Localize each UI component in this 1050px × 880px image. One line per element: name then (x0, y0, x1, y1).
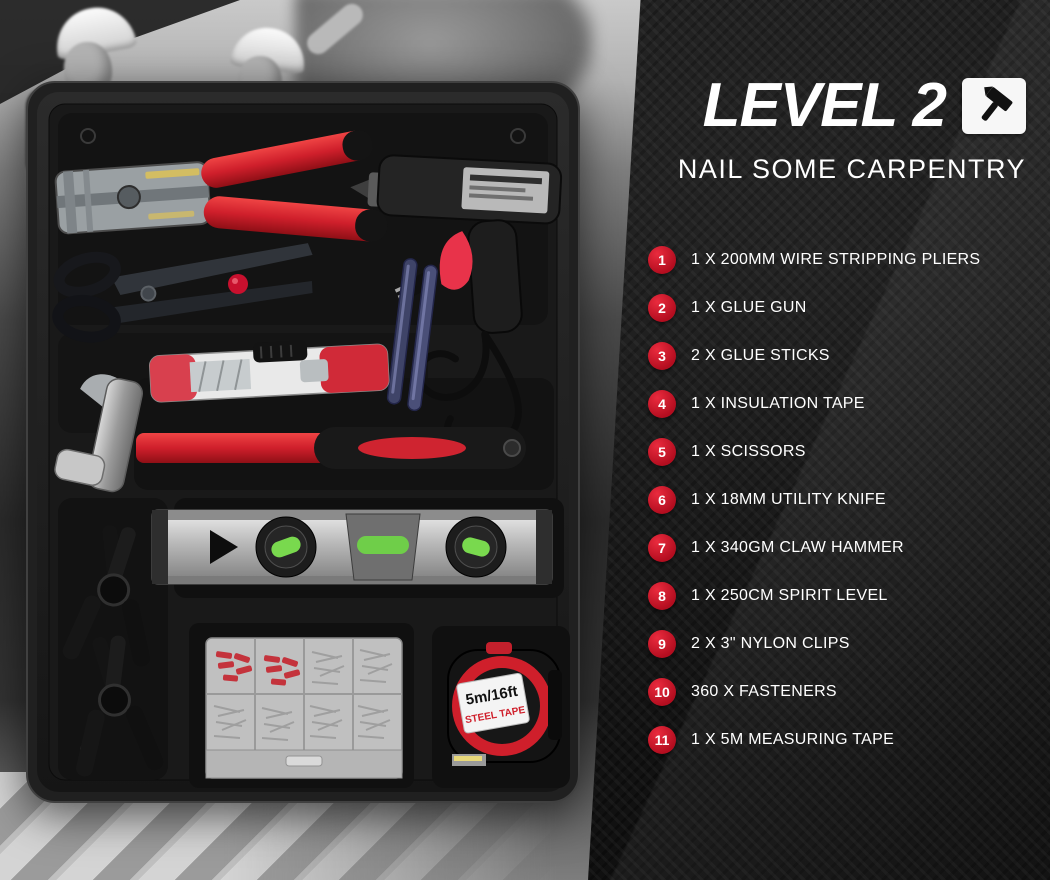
item-number-badge: 6 (648, 486, 676, 514)
item-label: 1 X SCISSORS (691, 443, 806, 460)
page-title: LEVEL 2 (702, 71, 947, 140)
item-number-badge: 8 (648, 582, 676, 610)
measuring-tape: 5m/16ft STEEL TAPE (447, 642, 562, 766)
item-label: 1 X 250CM SPIRIT LEVEL (691, 587, 888, 604)
claw-hammer (54, 374, 526, 493)
item-label: 1 X INSULATION TAPE (691, 395, 865, 412)
tape-label: 5m/16ft STEEL TAPE (456, 672, 530, 734)
item-number-badge: 9 (648, 630, 676, 658)
list-item: 11 1 X 5M MEASURING TAPE (648, 726, 1026, 754)
item-number-badge: 10 (648, 678, 676, 706)
utility-knife (148, 340, 390, 403)
list-item: 4 1 X INSULATION TAPE (648, 390, 1026, 418)
item-label: 1 X 200MM WIRE STRIPPING PLIERS (691, 251, 981, 268)
glue-sticks (386, 258, 438, 412)
list-item: 9 2 X 3" NYLON CLIPS (648, 630, 1026, 658)
item-number-badge: 2 (648, 294, 676, 322)
contents-list: 1 1 X 200MM WIRE STRIPPING PLIERS 2 1 X … (620, 246, 1026, 754)
item-label: 1 X 340GM CLAW HAMMER (691, 539, 904, 556)
list-item: 2 1 X GLUE GUN (648, 294, 1026, 322)
tool-tray: 5m/16ft STEEL TAPE (26, 81, 580, 803)
subtitle: NAIL SOME CARPENTRY (677, 154, 1026, 184)
red-button-highlight (232, 278, 238, 284)
list-item: 1 1 X 200MM WIRE STRIPPING PLIERS (648, 246, 1026, 274)
item-label: 360 X FASTENERS (691, 683, 837, 700)
hammer-icon (962, 78, 1026, 134)
item-number-badge: 4 (648, 390, 676, 418)
spirit-level (151, 509, 553, 585)
item-number-badge: 5 (648, 438, 676, 466)
info-panel: LEVEL 2 NAIL SOME CARPENTRY 1 1 X 200MM … (620, 0, 1050, 880)
hammer-icon-glyph (981, 86, 1013, 121)
item-number-badge: 11 (648, 726, 676, 754)
belt-clip (548, 670, 562, 740)
title-row: LEVEL 2 (620, 74, 1026, 138)
list-item: 3 2 X GLUE STICKS (648, 342, 1026, 370)
glue-gun (350, 154, 563, 455)
item-number-badge: 1 (648, 246, 676, 274)
list-item: 5 1 X SCISSORS (648, 438, 1026, 466)
scissors (52, 243, 313, 343)
list-item: 8 1 X 250CM SPIRIT LEVEL (648, 582, 1026, 610)
item-label: 1 X GLUE GUN (691, 299, 807, 316)
list-item: 7 1 X 340GM CLAW HAMMER (648, 534, 1026, 562)
list-item: 6 1 X 18MM UTILITY KNIFE (648, 486, 1026, 514)
item-label: 2 X GLUE STICKS (691, 347, 830, 364)
level-vial (271, 536, 301, 558)
wire-stripping-pliers (54, 130, 388, 242)
red-button (228, 274, 248, 294)
nylon-clips (62, 525, 164, 777)
level-vial (357, 536, 409, 554)
level-vial (462, 537, 490, 557)
item-label: 1 X 5M MEASURING TAPE (691, 731, 895, 748)
item-number-badge: 7 (648, 534, 676, 562)
item-number-badge: 3 (648, 342, 676, 370)
tape-lock-button (486, 642, 512, 654)
item-label: 1 X 18MM UTILITY KNIFE (691, 491, 886, 508)
list-item: 10 360 X FASTENERS (648, 678, 1026, 706)
item-label: 2 X 3" NYLON CLIPS (691, 635, 850, 652)
glue-gun-trigger (439, 231, 473, 290)
fastener-box (205, 637, 403, 779)
